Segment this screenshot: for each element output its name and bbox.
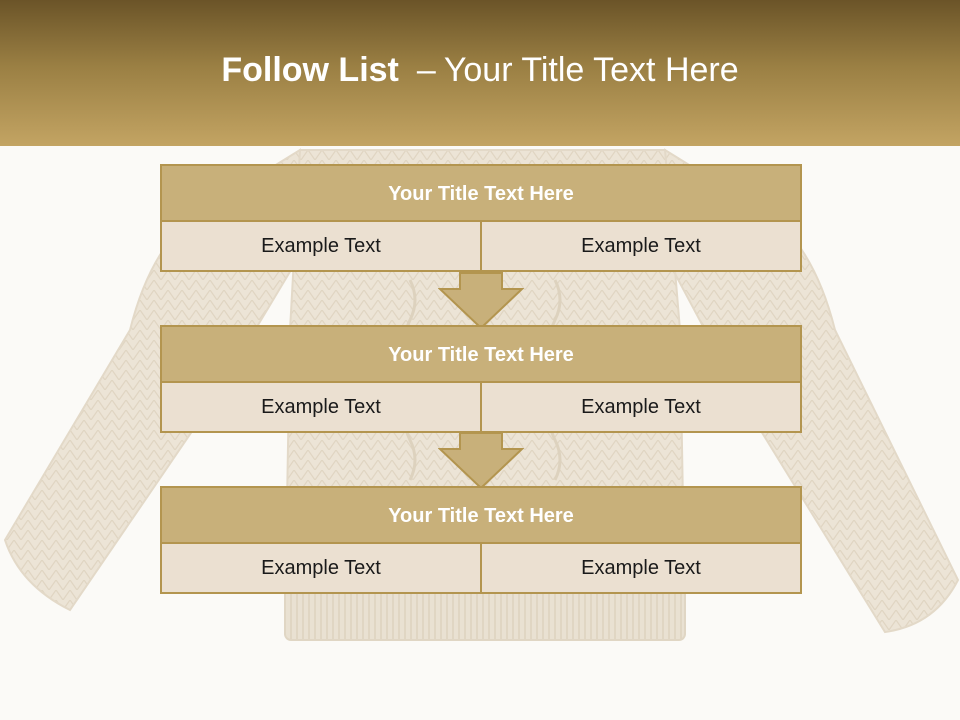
down-arrow-icon <box>438 272 524 330</box>
slide-title: Follow List–Your Title Text Here <box>221 51 738 90</box>
slide-title-separator: – <box>416 50 436 89</box>
block-title[interactable]: Your Title Text Here <box>160 486 802 546</box>
list-block-2: Your Title Text Here Example Text Exampl… <box>160 325 802 433</box>
block-title[interactable]: Your Title Text Here <box>160 325 802 385</box>
list-block-1: Your Title Text Here Example Text Exampl… <box>160 164 802 272</box>
down-arrow-icon <box>438 432 524 490</box>
block-cell-right[interactable]: Example Text <box>480 381 802 433</box>
block-cell-right[interactable]: Example Text <box>480 220 802 272</box>
block-cell-left[interactable]: Example Text <box>160 542 482 594</box>
slide-title-rest: Your Title Text Here <box>443 50 739 89</box>
block-cell-left[interactable]: Example Text <box>160 381 482 433</box>
slide-title-strong: Follow List <box>221 50 399 89</box>
header-banner: Follow List–Your Title Text Here <box>0 0 960 146</box>
block-cell-left[interactable]: Example Text <box>160 220 482 272</box>
list-block-3: Your Title Text Here Example Text Exampl… <box>160 486 802 594</box>
block-title[interactable]: Your Title Text Here <box>160 164 802 224</box>
block-cell-right[interactable]: Example Text <box>480 542 802 594</box>
